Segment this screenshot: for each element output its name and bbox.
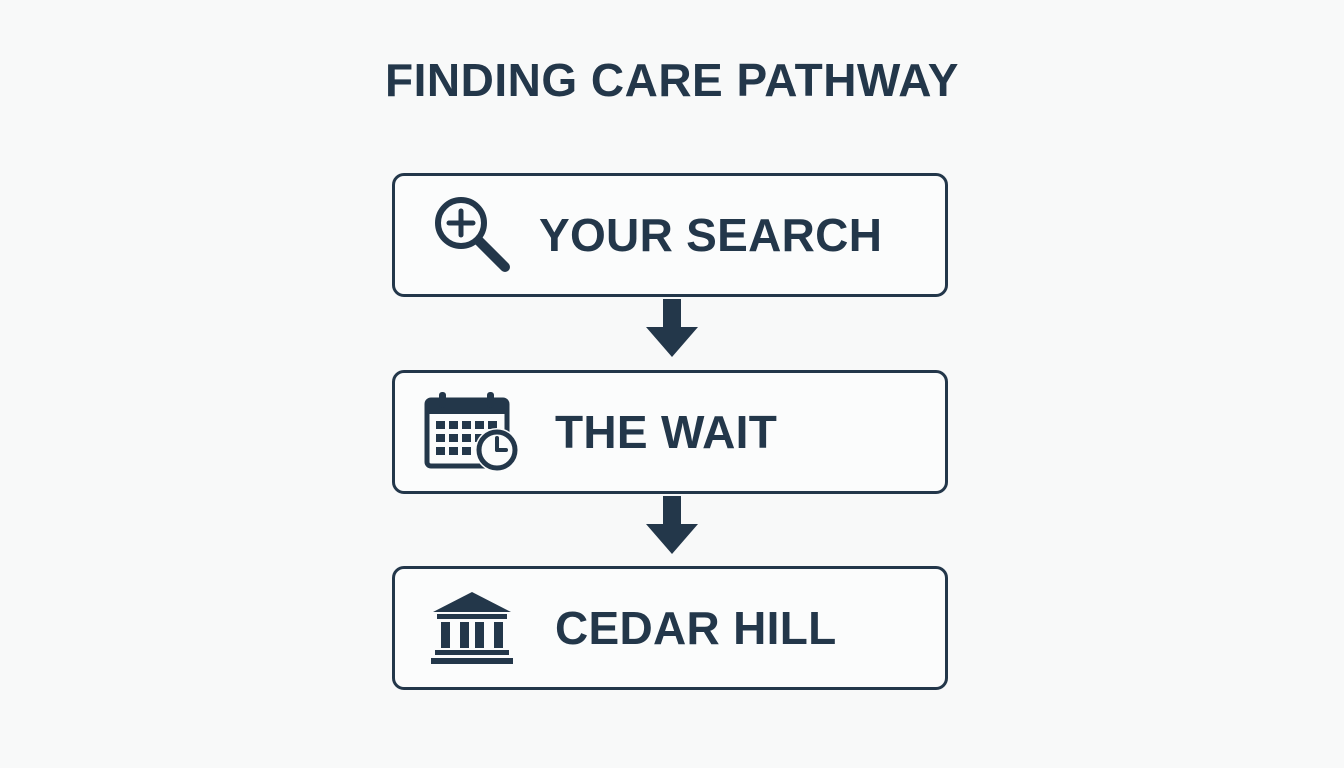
- diagram-title: FINDING CARE PATHWAY: [385, 54, 959, 106]
- step-label: YOUR SEARCH: [539, 209, 883, 261]
- step-label: CEDAR HILL: [555, 602, 837, 654]
- magnifier-plus-icon: [431, 176, 515, 294]
- calendar-clock-icon: [423, 373, 523, 491]
- step-label: THE WAIT: [555, 406, 778, 458]
- step-the-wait: THE WAIT: [392, 370, 948, 494]
- arrow-down-icon: [646, 299, 698, 357]
- step-cedar-hill: CEDAR HILL: [392, 566, 948, 690]
- institution-building-icon: [429, 569, 515, 687]
- step-your-search: YOUR SEARCH: [392, 173, 948, 297]
- arrow-down-icon: [646, 496, 698, 554]
